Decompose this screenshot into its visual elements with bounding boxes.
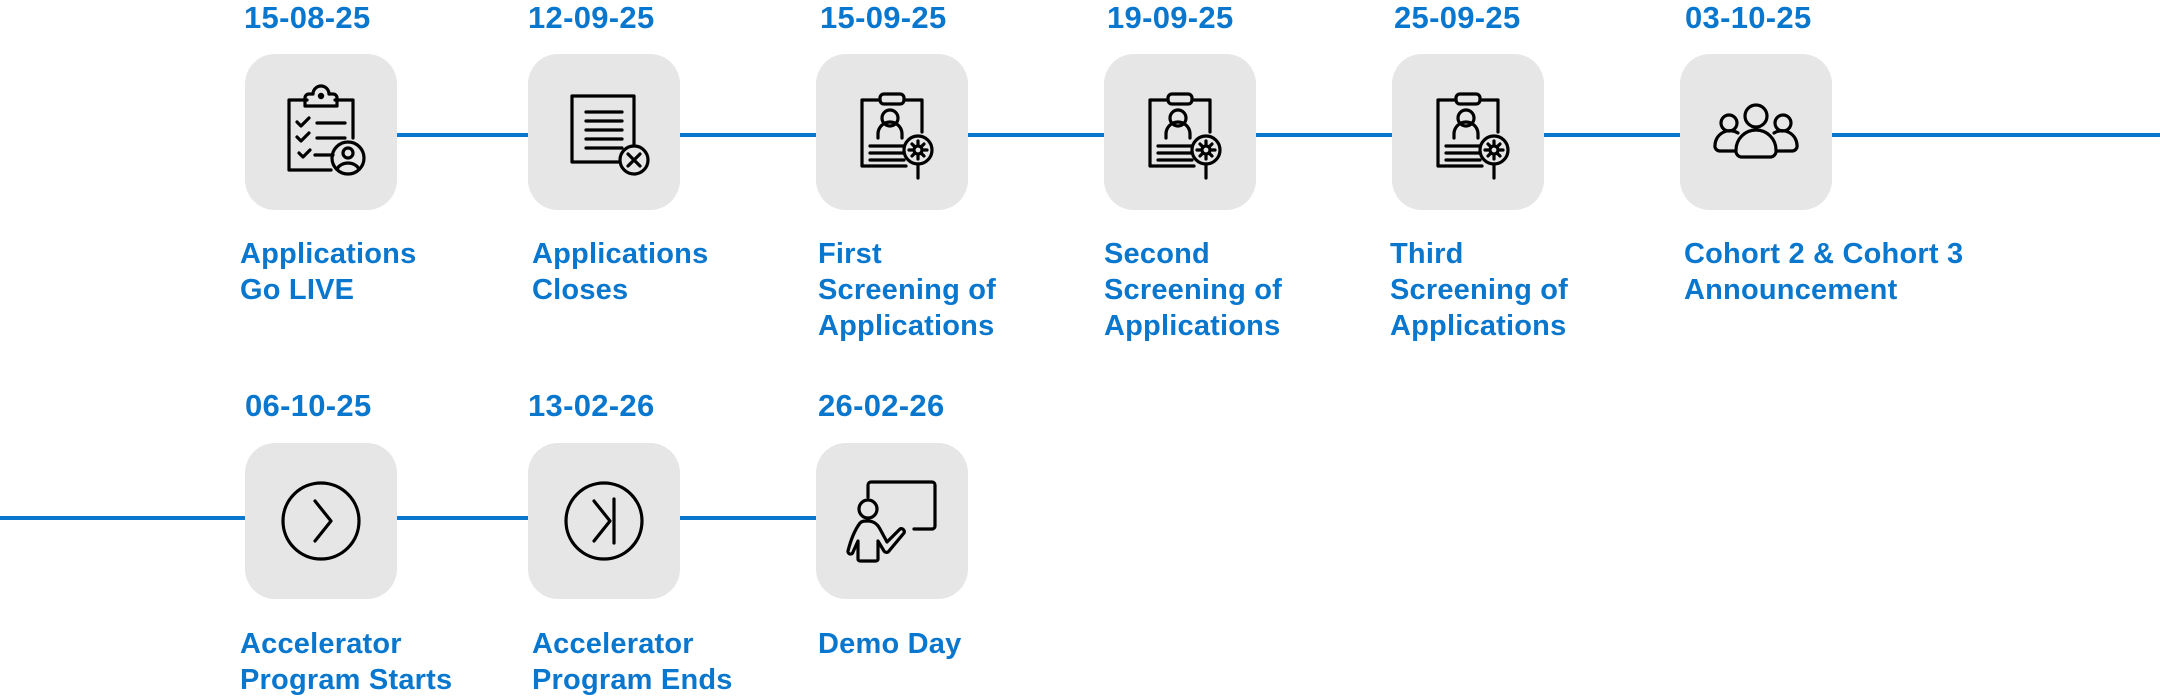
milestone-date: 19-09-25 — [1107, 0, 1234, 35]
milestone-date: 25-09-25 — [1394, 0, 1521, 35]
milestone-date: 06-10-25 — [245, 388, 372, 423]
group-users-icon — [1713, 103, 1799, 159]
milestone-icon-card — [816, 54, 968, 210]
timeline-connector-row-1 — [397, 133, 2160, 137]
milestone-date: 15-09-25 — [820, 0, 947, 35]
milestone-icon-card — [1680, 54, 1832, 210]
milestone-icon-card — [816, 443, 968, 599]
document-close-icon — [570, 94, 650, 176]
presenter-board-icon — [846, 480, 937, 563]
milestone-label: Second Screening of Applications — [1104, 238, 1283, 342]
timeline-connector-row-2 — [0, 516, 816, 520]
milestone-date: 13-02-26 — [528, 388, 655, 423]
milestone-label: Demo Day — [818, 628, 962, 660]
id-card-search-gear-icon — [1436, 92, 1510, 180]
milestone-icon-card — [528, 443, 680, 599]
milestone-label: Cohort 2 & Cohort 3 Announcement — [1684, 238, 1964, 306]
circle-chevron-right-icon — [281, 481, 361, 561]
milestone-label: Accelerator Program Starts — [240, 628, 453, 696]
clipboard-checklist-user-icon — [287, 84, 366, 176]
milestone-icon-card — [1392, 54, 1544, 210]
id-card-search-gear-icon — [1148, 92, 1222, 180]
milestone-date: 26-02-26 — [818, 388, 945, 423]
milestone-icon-card — [245, 443, 397, 599]
milestone-icon-card — [1104, 54, 1256, 210]
milestone-label: Applications Closes — [532, 238, 709, 306]
circle-skip-end-icon — [564, 481, 644, 561]
milestone-label: Accelerator Program Ends — [532, 628, 733, 696]
milestone-label: Third Screening of Applications — [1390, 238, 1569, 342]
milestone-icon-card — [528, 54, 680, 210]
milestone-label: First Screening of Applications — [818, 238, 997, 342]
id-card-search-gear-icon — [860, 92, 934, 180]
milestone-date: 15-08-25 — [244, 0, 371, 35]
milestone-icon-card — [245, 54, 397, 210]
milestone-date: 03-10-25 — [1685, 0, 1812, 35]
milestone-label: Applications Go LIVE — [240, 238, 417, 306]
milestone-date: 12-09-25 — [528, 0, 655, 35]
